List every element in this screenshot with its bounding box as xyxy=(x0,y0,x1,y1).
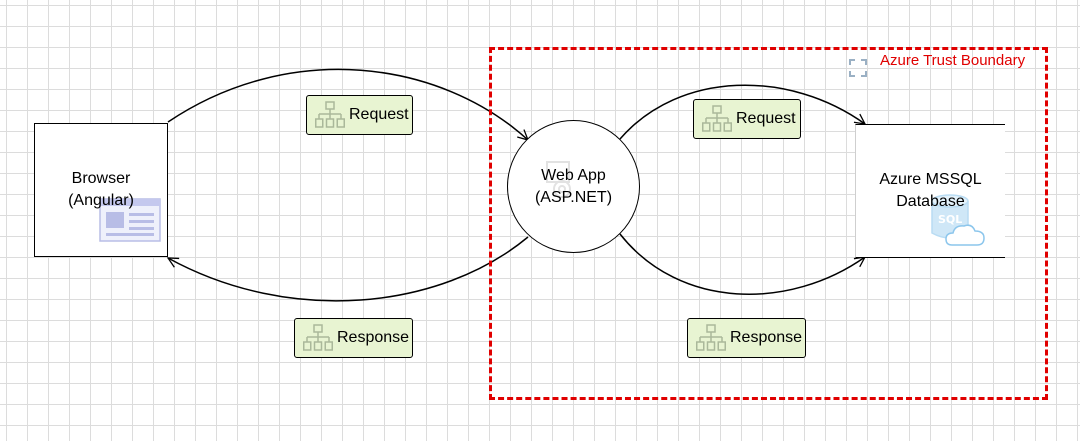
trust-boundary-label: Azure Trust Boundary xyxy=(880,52,1026,69)
dashed-square-icon xyxy=(849,59,867,77)
browser-node-label: Browser (Angular) xyxy=(68,170,134,209)
trust-boundary[interactable] xyxy=(489,47,1048,400)
data-flow-icon xyxy=(315,101,345,128)
flow-label-text: Response xyxy=(337,329,410,346)
web-app-icon xyxy=(546,161,571,198)
browser-node[interactable]: Browser (Angular) xyxy=(34,123,168,257)
flow-arrow-web-to-browser-response[interactable] xyxy=(168,236,529,302)
web-app-node[interactable]: Web App (ASP.NET) xyxy=(507,120,640,253)
flow-label-web-to-browser-response[interactable]: Response xyxy=(294,318,413,358)
data-flow-icon xyxy=(696,324,726,351)
flow-label-browser-to-web-request[interactable]: Request xyxy=(306,95,413,135)
flow-label-text: Request xyxy=(736,110,796,127)
flow-arrow-db-to-web-response xyxy=(619,233,865,295)
svg-text:SQL: SQL xyxy=(938,213,962,226)
flow-label-text: Request xyxy=(349,106,409,123)
web-app-node-label: Web App (ASP.NET) xyxy=(534,166,613,206)
data-flow-icon xyxy=(702,105,732,132)
flow-arrow-web-to-db-request[interactable] xyxy=(619,84,865,140)
flow-label-web-to-db-request[interactable]: Request xyxy=(693,99,801,139)
browser-window-icon xyxy=(99,198,161,242)
database-node-label: Azure MSSQL Database xyxy=(879,171,982,210)
data-flow-icon xyxy=(303,324,333,351)
flow-label-db-to-web-response[interactable]: Response xyxy=(687,318,806,358)
flow-label-text: Response xyxy=(730,329,803,346)
sql-cloud-icon: SQL xyxy=(931,194,985,246)
